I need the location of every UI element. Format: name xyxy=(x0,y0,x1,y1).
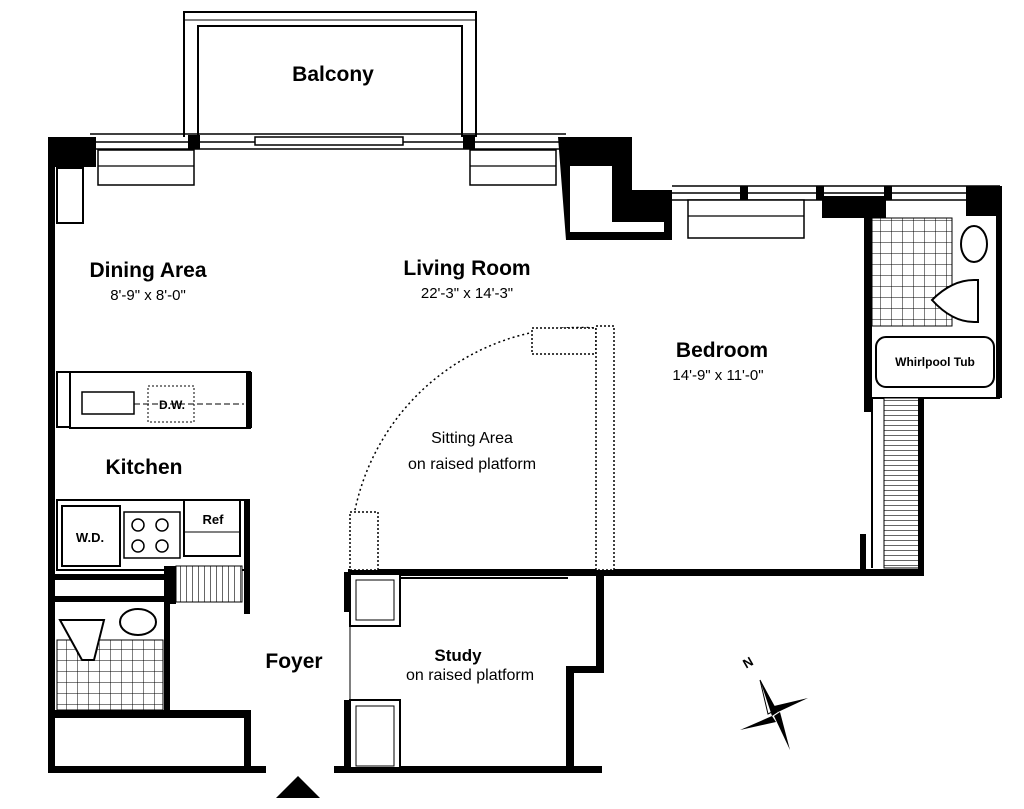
sitting-platform xyxy=(349,325,615,571)
kitchen-counter-lower xyxy=(56,499,250,610)
balcony-label: Balcony xyxy=(292,63,374,86)
living-room-size: 22'-3" x 14'-3" xyxy=(420,285,514,302)
left-wall xyxy=(48,137,96,773)
kitchen-label: Kitchen xyxy=(105,456,183,479)
washer-dryer-label: W.D. xyxy=(75,530,105,545)
entry-marker xyxy=(276,776,320,798)
hall-stair xyxy=(164,565,250,614)
bedroom-stair xyxy=(860,397,924,576)
dining-area-size: 8'-9" x 8'-0" xyxy=(110,287,186,304)
bottom-left-closet xyxy=(48,710,266,773)
dining-area-label: Dining Area xyxy=(89,259,207,282)
refrigerator-label: Ref xyxy=(202,512,224,527)
foyer-label: Foyer xyxy=(265,650,323,673)
study-label: Study xyxy=(434,646,482,665)
dishwasher-label: D.W. xyxy=(159,398,185,412)
wall-piers xyxy=(188,135,475,149)
powder-bath xyxy=(55,574,170,712)
bedroom-top-wall xyxy=(672,185,1002,412)
master-bath xyxy=(871,217,1000,399)
bedroom-bottom-wall xyxy=(348,569,924,576)
top-wall xyxy=(90,133,566,186)
compass-icon xyxy=(740,679,808,750)
column-block xyxy=(558,137,672,240)
bedroom-label: Bedroom xyxy=(675,339,769,362)
balcony-railing xyxy=(183,11,477,137)
sitting-area-sublabel: on raised platform xyxy=(407,456,537,473)
foyer-walls xyxy=(276,766,602,798)
living-room-label: Living Room xyxy=(403,257,531,280)
study-sublabel: on raised platform xyxy=(405,667,535,684)
whirlpool-tub-label: Whirlpool Tub xyxy=(895,355,975,369)
study-walls xyxy=(344,572,604,772)
kitchen-counter-upper xyxy=(69,371,252,429)
sitting-area-label: Sitting Area xyxy=(431,430,513,447)
bedroom-size: 14'-9" x 11'-0" xyxy=(672,367,764,384)
